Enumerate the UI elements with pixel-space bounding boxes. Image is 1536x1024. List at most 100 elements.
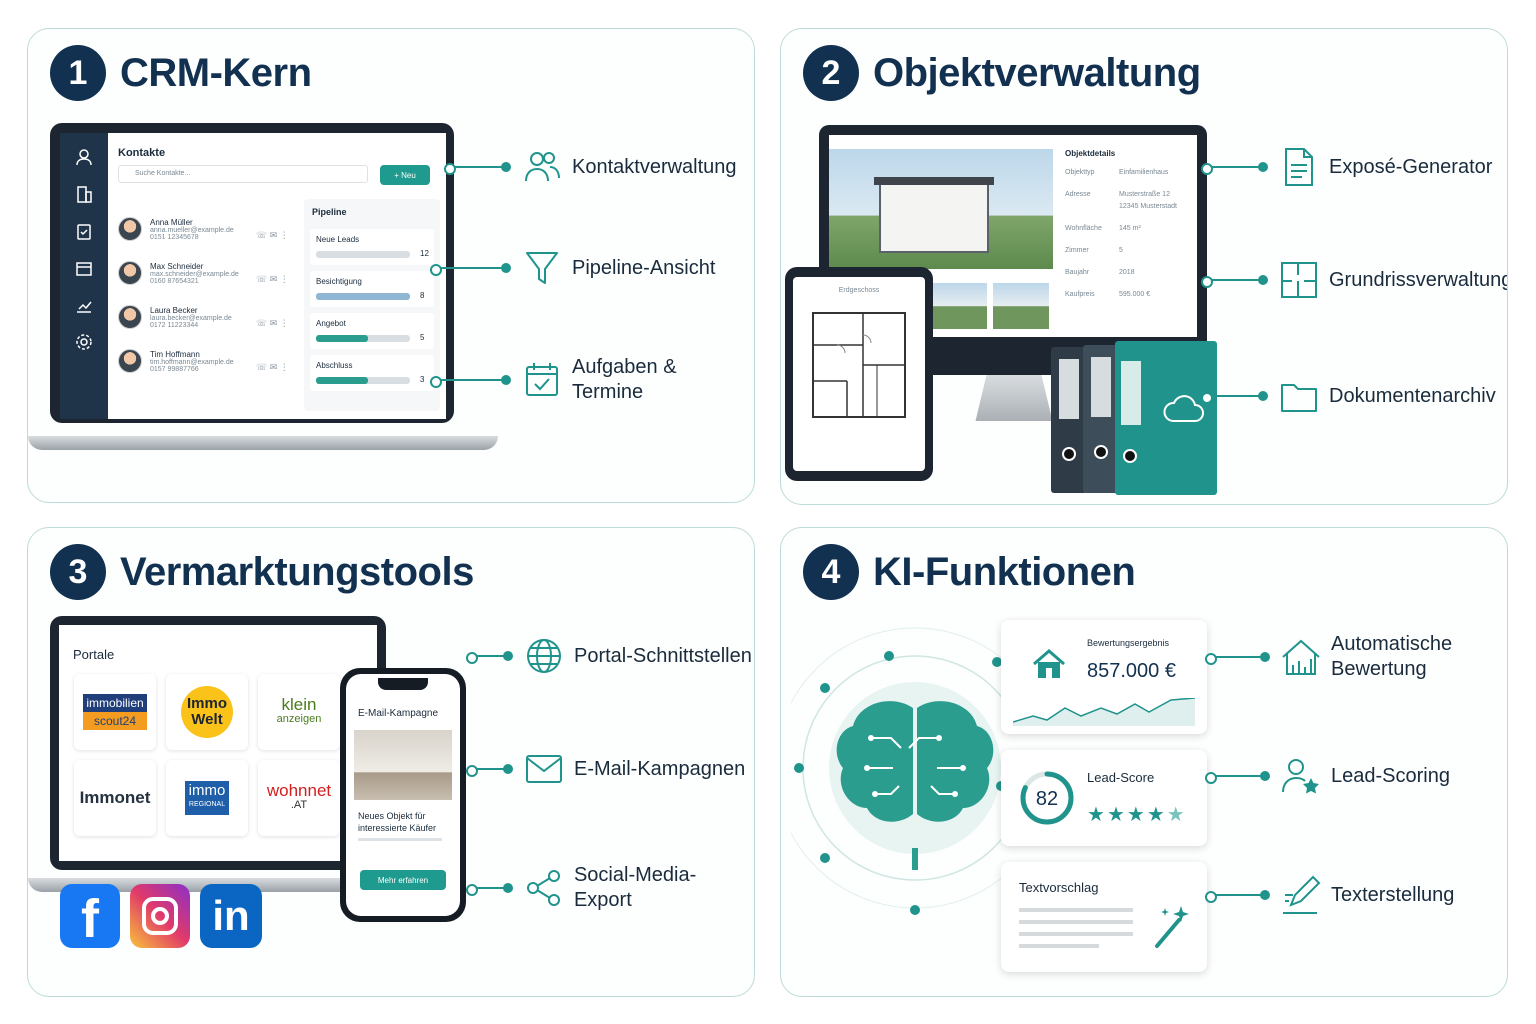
thumbnail[interactable] (931, 283, 987, 329)
feature-label-line: Termine (572, 381, 644, 403)
binder (1083, 345, 1119, 493)
list-item[interactable]: Laura Becker laura.becker@example.de 017… (118, 295, 288, 339)
rating-stars: ★★★★★ (1087, 802, 1187, 827)
connector-line (1205, 652, 1270, 665)
list-item[interactable]: Max Schneider max.schneider@example.de 0… (118, 251, 288, 295)
stage-progress (316, 251, 410, 258)
portal-line: scout24 (83, 712, 147, 730)
portal-line: REGIONAL (188, 801, 226, 808)
details-title: Objektdetails (1065, 149, 1116, 158)
mail-icon (524, 749, 564, 789)
portal-immonet[interactable]: Immonet (74, 760, 156, 836)
globe-icon (524, 636, 564, 676)
feature-label: Exposé-Generator (1329, 155, 1493, 178)
laptop-base (28, 436, 498, 450)
detail-value: 145 m² (1119, 225, 1141, 232)
feature-portale: Portal-Schnittstellen (466, 636, 752, 676)
portal-line: Welt (191, 711, 223, 728)
chart-icon[interactable] (74, 295, 94, 315)
detail-label (1065, 203, 1119, 225)
floorplan-screen: Erdgeschoss (793, 277, 925, 471)
clipboard-icon[interactable] (74, 221, 94, 241)
text-suggestion-card: Textvorschlag (1001, 862, 1207, 972)
feature-social: Social-Media-Export (466, 863, 754, 913)
contact-phone: 0160 87654321 (150, 277, 199, 285)
user-icon[interactable] (74, 147, 94, 167)
detail-label: Adresse (1065, 191, 1091, 198)
contact-phone: 0172 11223344 (150, 321, 199, 329)
gear-icon[interactable] (74, 332, 94, 352)
campaign-photo (354, 730, 452, 800)
feature-texterstellung: Texterstellung (1205, 875, 1454, 915)
detail-value: Musterstraße 12 (1119, 191, 1170, 198)
new-contact-button[interactable]: + Neu (380, 165, 430, 185)
contact-email: anna.mueller@example.de (150, 226, 234, 234)
valuation-sparkline (1013, 698, 1195, 726)
stage-name: Neue Leads (316, 235, 360, 244)
avatar (118, 305, 142, 329)
detail-label: Objekttyp (1065, 169, 1095, 176)
avatar (118, 217, 142, 241)
detail-label: Kaufpreis (1065, 291, 1095, 298)
contact-phone: 0157 99887766 (150, 365, 199, 373)
contact-actions[interactable]: ☏ ✉ ⋮☏ ✉ ⋮☏ ✉ ⋮☏ ✉ ⋮ (256, 230, 289, 372)
valuation-card: Bewertungsergebnis 857.000 € (1001, 620, 1207, 734)
feature-expose: Exposé-Generator (1201, 147, 1493, 187)
archive-binder (1115, 341, 1217, 495)
panel-ki-funktionen: 4 KI-Funktionen Bewertungsergebnis 857.0… (780, 527, 1508, 997)
facebook-icon[interactable]: f (60, 884, 120, 949)
feature-label: Kontaktverwaltung (572, 155, 737, 178)
phone-screen: E-Mail-Kampagne Neues Objekt für interes… (346, 674, 460, 916)
floorplan-drawing (812, 312, 906, 418)
binder-label (1121, 361, 1141, 425)
instagram-icon[interactable] (130, 884, 190, 948)
contact-name: Tim Hoffmann (150, 349, 200, 359)
feature-label: Lead-Scoring (1331, 764, 1450, 787)
portal-line: klein (281, 695, 317, 714)
connector-line (1205, 890, 1270, 903)
star-icon: ★ (1166, 804, 1187, 826)
mehr-erfahren-button[interactable]: Mehr erfahren (360, 870, 446, 890)
stage-count: 12 (420, 249, 429, 258)
feature-label-line: Bewertung (1331, 658, 1427, 680)
search-input[interactable]: Suche Kontakte... (118, 165, 368, 183)
thumbnail[interactable] (993, 283, 1049, 329)
panel-title: 4 KI-Funktionen (803, 544, 1136, 600)
phone-notch (378, 678, 428, 690)
linkedin-icon[interactable]: in (200, 884, 262, 948)
connector-line (1205, 771, 1270, 784)
detail-value: 12345 Musterstadt (1119, 203, 1177, 210)
panel-heading: Objektverwaltung (873, 50, 1201, 95)
stage-progress (316, 377, 410, 384)
connector-line (1201, 162, 1268, 175)
detail-value: 595.000 € (1119, 291, 1151, 298)
feature-label-line: Automatische (1331, 633, 1453, 655)
calendar-icon[interactable] (74, 258, 94, 278)
connector-line (466, 883, 513, 896)
floorplan-icon (1279, 260, 1319, 300)
portal-wohnnet[interactable]: wohnnet.AT (258, 760, 340, 836)
search-placeholder: Suche Kontakte... (135, 170, 191, 177)
building-icon[interactable] (74, 184, 94, 204)
connector-line (430, 263, 511, 276)
list-item[interactable]: Anna Müller anna.mueller@example.de 0151… (118, 207, 288, 251)
binder (1051, 347, 1087, 493)
feature-label: E-Mail-Kampagnen (574, 757, 746, 780)
panel-title: 1 CRM-Kern (50, 45, 312, 101)
contact-name: Anna Müller (150, 217, 193, 227)
panel-crm-kern: 1 CRM-Kern Kontakte Suche Kontakte... + … (27, 28, 755, 503)
floorplan-title: Erdgeschoss (838, 287, 880, 294)
connector-line (444, 162, 511, 175)
list-item[interactable]: Tim Hoffmann tim.hoffmann@example.de 015… (118, 339, 288, 383)
pipeline-stage[interactable]: Neue Leads 12 (310, 229, 434, 265)
text-placeholder (1019, 920, 1133, 924)
